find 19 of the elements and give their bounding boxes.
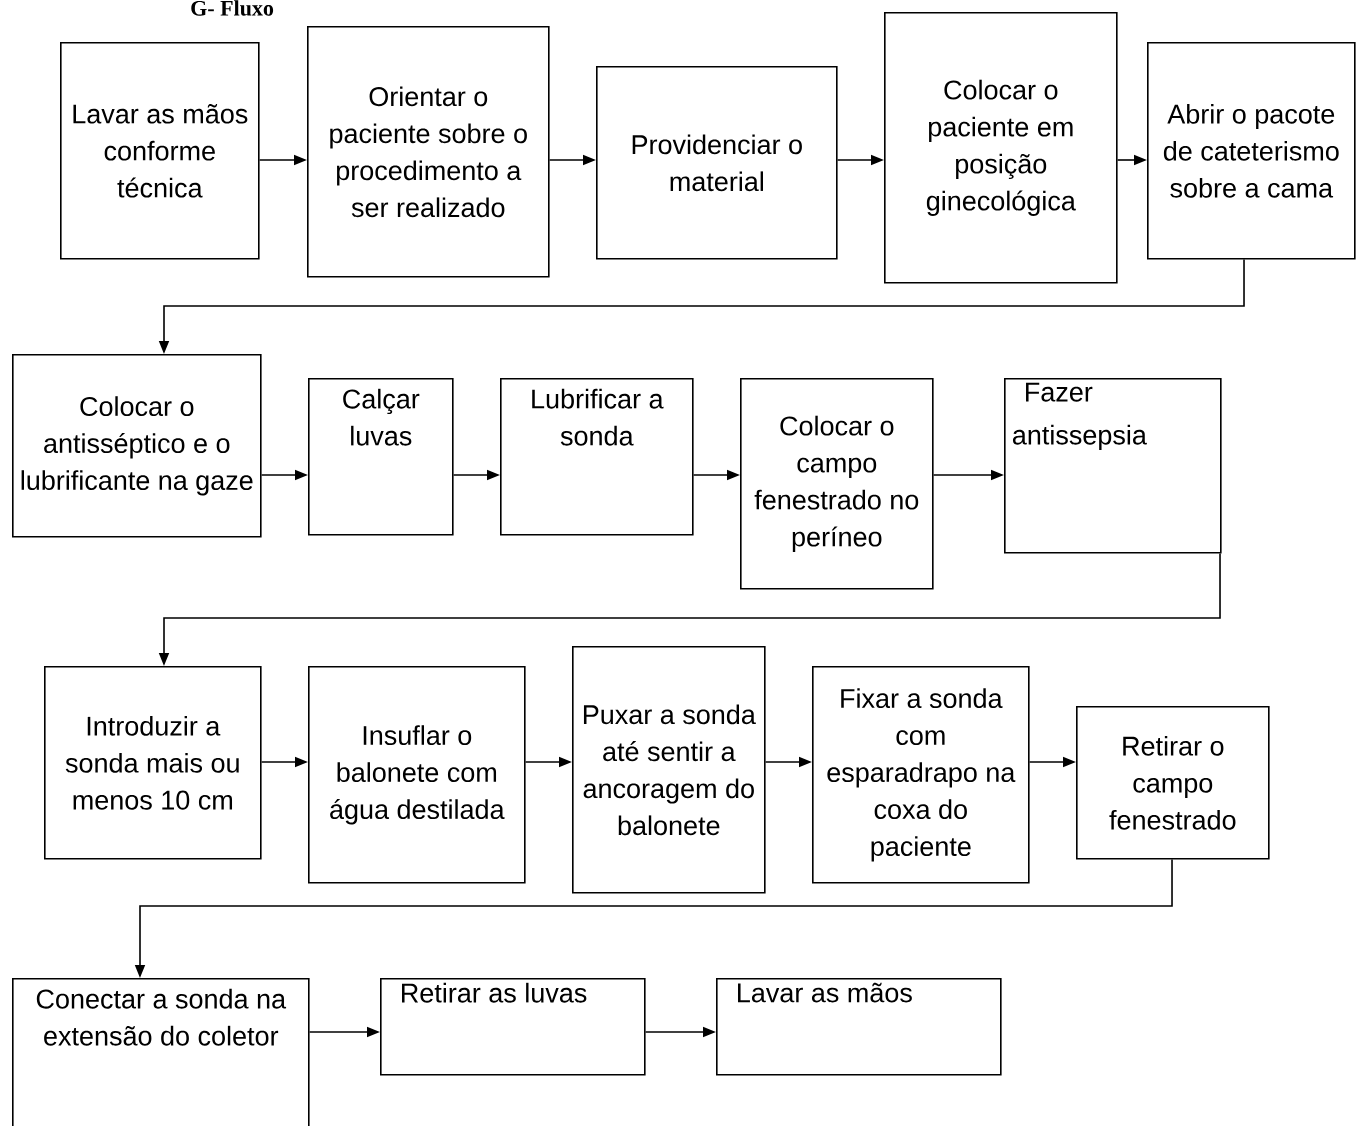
process-box: Fazer antissepsia (1004, 378, 1222, 554)
process-box: Insuflar o balonete com água destilada (308, 666, 526, 884)
process-box: Colocar o campo fenestrado no períneo (740, 378, 934, 590)
process-box: Retirar o campo fenestrado (1076, 706, 1270, 860)
heading: G- Fluxo (191, 0, 274, 16)
process-box: Fixar a sonda com esparadrapo na coxa do paciente (812, 666, 1030, 884)
process-box: Introduzir a sonda mais ou menos 10 cm (44, 666, 262, 860)
process-box: Lavar as mãos (716, 978, 1002, 1076)
process-box: Calçar luvas (308, 378, 454, 536)
process-box: Lubrificar a sonda (500, 378, 694, 536)
process-box: Conectar a sonda na extensão do coletor (12, 978, 310, 1126)
process-box: Providenciar o material (596, 66, 838, 260)
process-box: Retirar as luvas (380, 978, 646, 1076)
process-box: Lavar as mãos conforme técnica (60, 42, 260, 260)
process-box: Colocar o antisséptico e o lubrificante na gaze (12, 354, 262, 538)
process-box: Abrir o pacote de cateterismo sobre a cama (1147, 42, 1356, 260)
process-box: Puxar a sonda até sentir a ancoragem do balonete (572, 646, 766, 894)
process-box: Colocar o paciente em posição ginecológica (884, 12, 1118, 284)
process-box: Orientar o paciente sobre o procedimento a ser realizado (307, 26, 550, 278)
